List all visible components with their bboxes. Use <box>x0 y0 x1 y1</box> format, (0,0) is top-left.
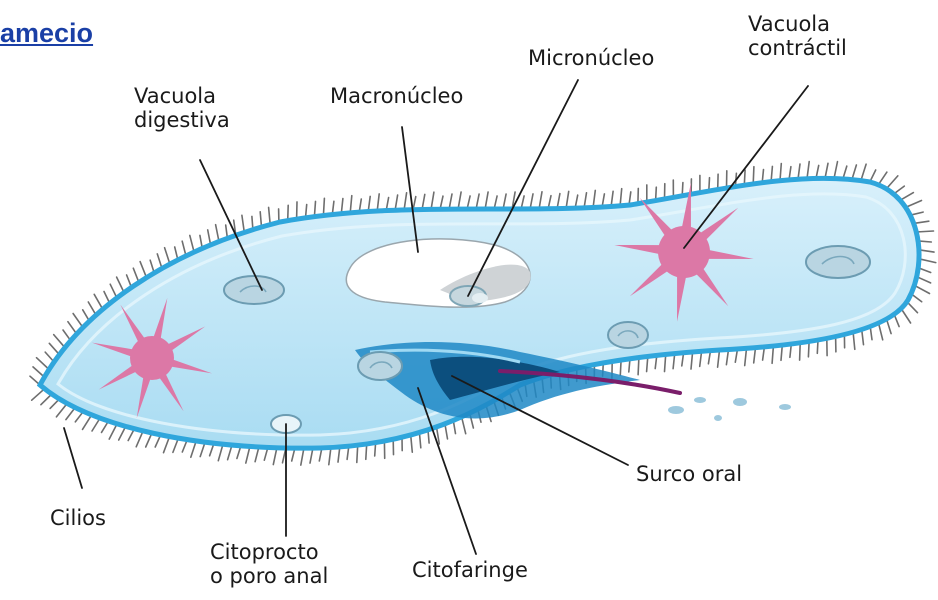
title-link[interactable]: amecio <box>0 18 93 49</box>
cilium <box>411 435 413 452</box>
cilium <box>919 259 936 263</box>
cilium <box>136 431 143 447</box>
label-micronucleo: Micronúcleo <box>528 46 654 70</box>
label-citoprocto-line2: o poro anal <box>210 564 328 588</box>
cilium <box>462 417 466 434</box>
cilium <box>753 167 754 184</box>
label-macronucleo-text: Macronúcleo <box>330 84 463 108</box>
cilium <box>301 448 304 465</box>
label-macronucleo: Macronúcleo <box>330 84 463 108</box>
label-citoprocto-line1: Citoprocto <box>210 540 328 564</box>
food-particles <box>668 397 791 421</box>
label-citofaringe-text: Citofaringe <box>412 558 528 582</box>
cilium <box>485 192 488 209</box>
cilium <box>566 191 569 208</box>
cilium <box>539 192 542 209</box>
cilium <box>901 309 911 324</box>
cilium <box>37 358 50 370</box>
cilium <box>140 262 146 278</box>
label-micronucleo-text: Micronúcleo <box>528 46 654 70</box>
cilium <box>914 285 929 293</box>
cilium <box>377 194 379 211</box>
label-cilios-text: Cilios <box>50 506 106 530</box>
cilium <box>861 164 866 180</box>
cilium <box>853 332 855 349</box>
cilium <box>164 437 170 453</box>
vacuole-center <box>658 226 710 278</box>
cilium <box>431 192 434 209</box>
cilium <box>458 192 461 209</box>
label-citofaringe: Citofaringe <box>412 558 528 582</box>
cilium <box>772 346 773 363</box>
label-vacuola-digestiva-line1: Vacuola <box>134 84 230 108</box>
label-citoprocto: Citoprocto o poro anal <box>210 540 328 588</box>
vacuole-center <box>130 336 174 380</box>
label-vacuola-contractil-line2: contráctil <box>748 36 847 60</box>
cilium <box>886 176 898 189</box>
cilium <box>834 162 838 179</box>
label-vacuola-contractil: Vacuola contráctil <box>748 12 847 60</box>
label-surco-oral: Surco oral <box>636 462 742 486</box>
label-cilios: Cilios <box>50 506 106 530</box>
label-vacuola-digestiva-line2: digestiva <box>134 108 230 132</box>
cilium <box>807 162 809 179</box>
cilium <box>906 201 922 208</box>
cilium <box>916 231 933 232</box>
cilium <box>117 277 125 293</box>
cilium <box>165 248 170 264</box>
cilium <box>404 193 407 210</box>
label-vacuola-digestiva: Vacuola digestiva <box>134 84 230 132</box>
cilium <box>800 343 801 360</box>
cilium <box>269 207 271 224</box>
cilium <box>242 215 244 232</box>
label-vacuola-contractil-line1: Vacuola <box>748 12 847 36</box>
cilium <box>879 323 883 340</box>
label-surco-oral-text: Surco oral <box>636 462 742 486</box>
cilium <box>273 448 277 465</box>
leader-cilios <box>64 428 82 488</box>
